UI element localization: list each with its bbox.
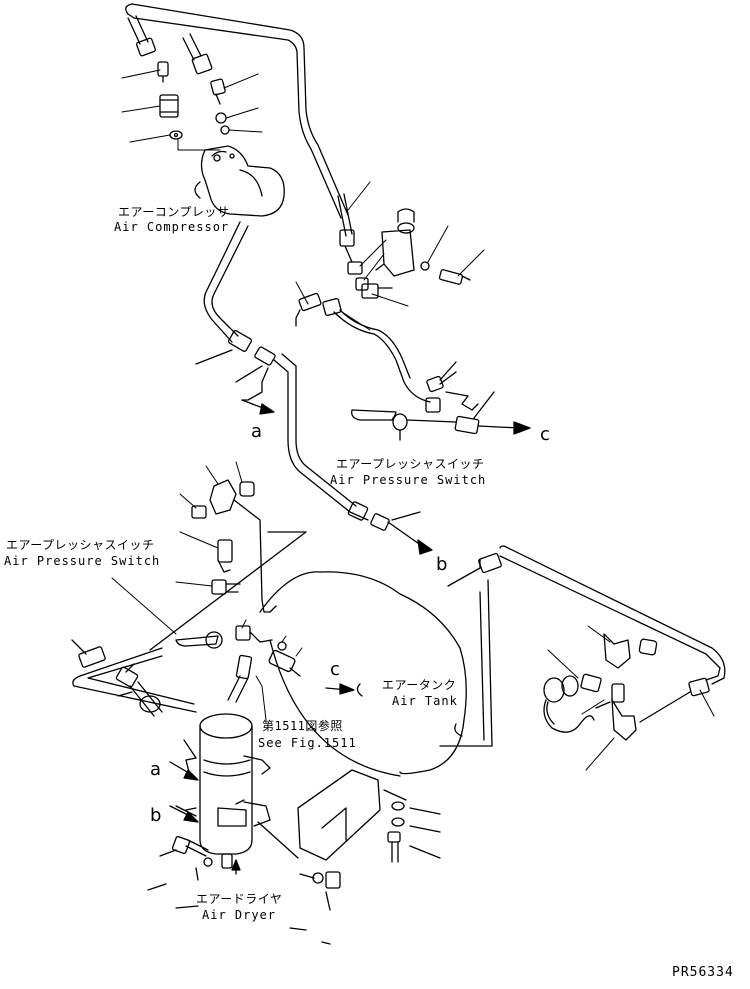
lower-switch-leaders [111, 461, 303, 721]
compressor-to-left-line [195, 221, 357, 513]
middle-air-line [347, 501, 726, 747]
connection-marker-b-mid: b [436, 554, 448, 575]
air-dryer [175, 713, 271, 869]
air-tank-label-en: Air Tank [392, 694, 458, 708]
air-pressure-switch-label-jp: エアープレッシャスイッチ [336, 457, 485, 471]
compressor-leaders [121, 69, 263, 151]
dryer-bolt [147, 835, 213, 909]
connection-marker-a-top: a [251, 421, 263, 442]
connection-marker-b-dryer: b [150, 805, 162, 826]
air-dryer-label-arrow [231, 859, 241, 875]
air-pressure-switch-upper [351, 361, 531, 441]
connection-marker-c-right: c [540, 424, 550, 445]
part-code: PR56334 [672, 965, 734, 980]
connection-marker-a-dryer: a [150, 759, 162, 780]
air-dryer-label-en: Air Dryer [202, 908, 277, 922]
right-fittings [543, 633, 710, 741]
arrow-a-top [241, 399, 275, 415]
left-tube [71, 639, 197, 717]
air-pressure-switch-label-en: Air Pressure Switch [330, 473, 487, 487]
see-fig-label-en: See Fig.1511 [258, 736, 357, 750]
right-leaders [547, 625, 715, 771]
dryer-bracket [257, 769, 441, 945]
valve-assembly [295, 193, 471, 403]
see-fig-label-jp: 第1511図参照 [262, 719, 343, 733]
air-tank-label-jp: エアータンク [382, 678, 457, 692]
air-compressor-label-en: Air Compressor [114, 220, 230, 234]
air-tank [269, 639, 463, 777]
air-compressor-label-jp: エアーコンプレッサ [118, 205, 230, 219]
upper-air-line [125, 3, 349, 219]
air-pressure-switch2-label-jp: エアープレッシャスイッチ [6, 538, 155, 552]
compressor-top-fittings [127, 15, 230, 140]
dryer-arrows [169, 761, 199, 823]
air-dryer-label-jp: エアードライヤ [196, 892, 283, 906]
valve-leaders [295, 181, 485, 331]
lower-switch-cluster [149, 479, 467, 775]
air-compressor [194, 145, 285, 217]
connection-marker-c-mid: c [330, 659, 340, 680]
air-pressure-switch2-label-en: Air Pressure Switch [4, 554, 161, 568]
